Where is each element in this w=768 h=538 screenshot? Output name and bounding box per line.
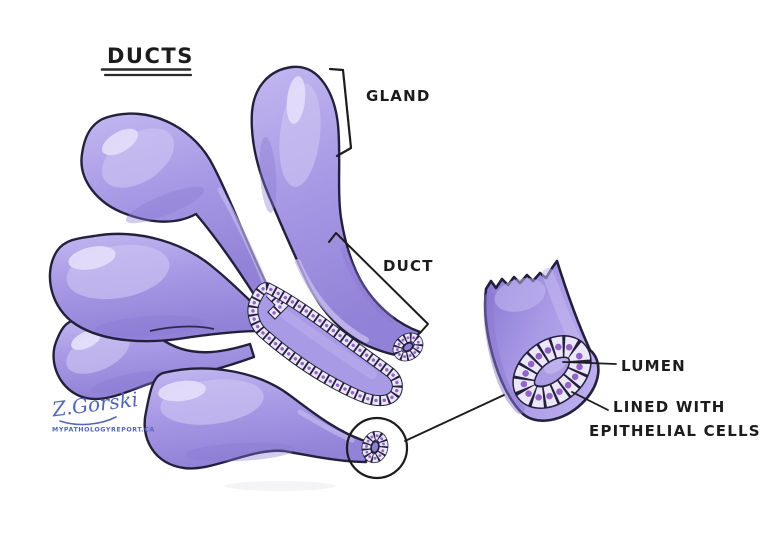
magnifier-circle (345, 416, 409, 480)
epithelial-cell-ring-magnified (512, 335, 592, 409)
gland-highlights (101, 128, 269, 289)
magnified-duct-view (483, 259, 600, 422)
page-title: DUCTS (107, 44, 194, 68)
gland-shape-top-labeled (250, 65, 422, 358)
annotations: GLAND DUCT LUMEN LINED WITH EPITHELIAL C… (328, 67, 761, 480)
duct-lumen-small (402, 342, 414, 352)
duct-pointer-line (328, 232, 429, 334)
gland-shape-upper-left (80, 112, 272, 306)
cut-open-duct (247, 282, 403, 407)
artist-signature: Z.Gorski (50, 387, 140, 421)
magnifier-connector-line (404, 394, 505, 442)
duct-opening-ring-top (392, 332, 424, 362)
cut-open-duct-sheen (277, 307, 377, 379)
label-duct: DUCT (383, 257, 434, 275)
gland-highlights (66, 244, 205, 337)
gland-crease-line (149, 325, 215, 332)
label-lumen: LUMEN (621, 357, 686, 375)
gland-shape-middle-left (48, 232, 268, 343)
duct-lumen-small (370, 440, 380, 454)
gland-highlights (259, 76, 394, 343)
gland-bracket (328, 67, 353, 158)
label-epithelial-cells: EPITHELIAL CELLS (589, 422, 761, 440)
duct-opening-ring-bottom (361, 430, 389, 464)
website-text: MYPATHOLOGYREPORT.CA (52, 427, 155, 434)
epithelial-cell-band-main (247, 282, 403, 407)
signature-block: Z.Gorski MYPATHOLOGYREPORT.CA (50, 387, 155, 434)
gland-cluster (48, 65, 422, 470)
label-gland: GLAND (366, 87, 430, 105)
gland-shape-bottom (143, 367, 372, 470)
signature-flourish (59, 416, 117, 426)
lumen-pointer-line (562, 361, 617, 365)
title-block: DUCTS (100, 44, 194, 77)
epithelial-pointer-line (571, 391, 609, 411)
label-lined-with: LINED WITH (613, 398, 726, 416)
gland-highlights (66, 330, 170, 394)
